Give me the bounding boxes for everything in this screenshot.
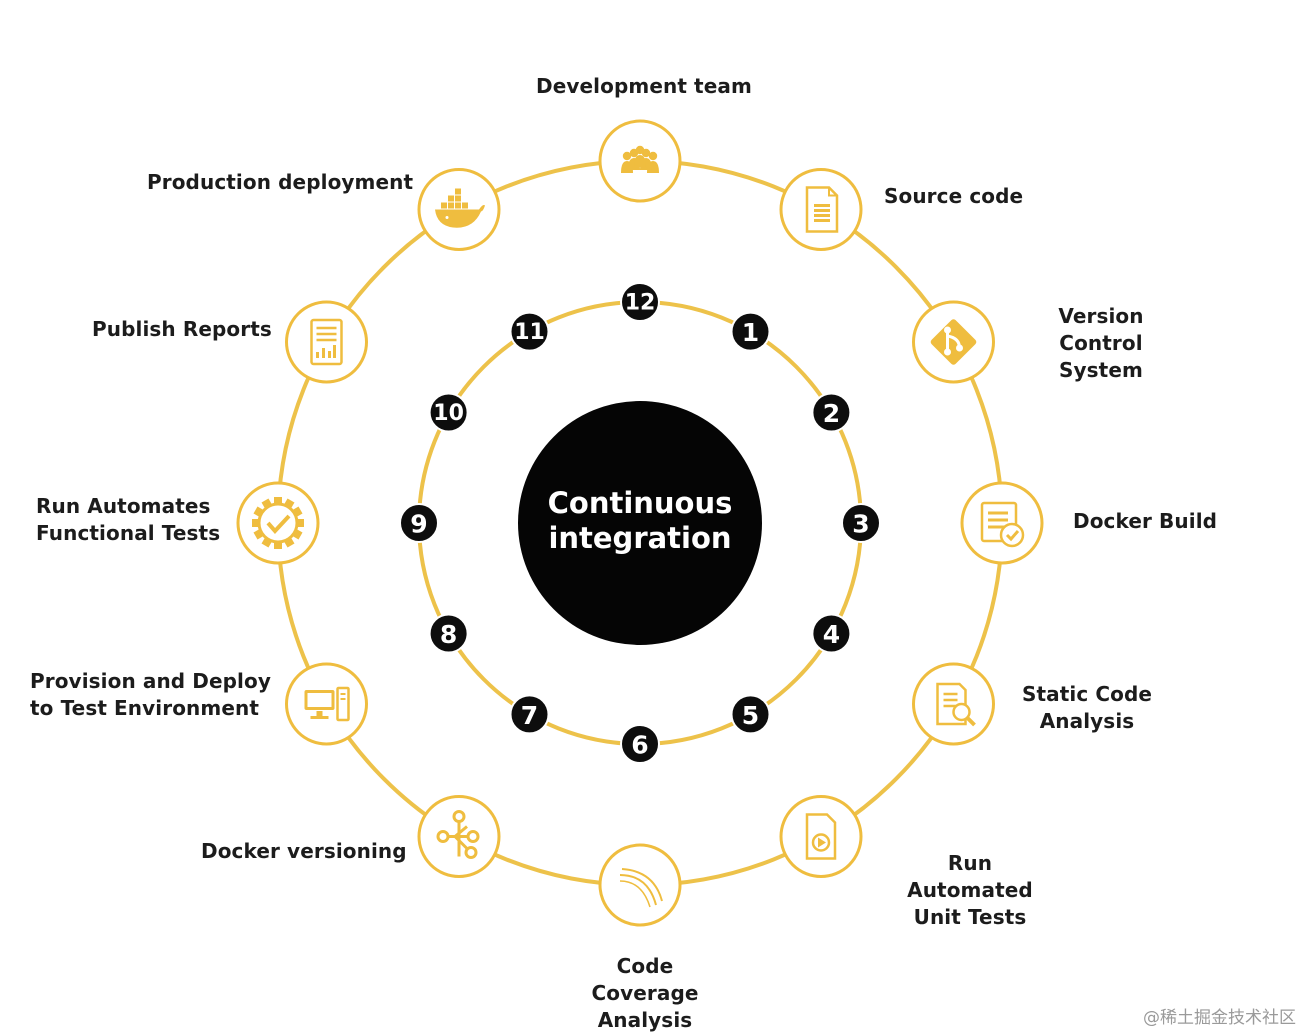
play-file-icon xyxy=(805,813,837,860)
step-badge-8: 8 xyxy=(428,613,469,654)
step-node-5 xyxy=(779,795,863,879)
step-node-9 xyxy=(236,481,320,565)
step-node-8 xyxy=(284,662,368,746)
report-chart-icon xyxy=(310,318,343,366)
step-node-1 xyxy=(779,167,863,251)
step-node-11 xyxy=(417,167,501,251)
step-number: 3 xyxy=(852,510,869,539)
computer-icon xyxy=(304,686,350,722)
step-number: 5 xyxy=(742,701,759,730)
step-label-docker-versioning: Docker versioning xyxy=(201,839,407,863)
step-label-static-code-analysis: Static Code Analysis xyxy=(1021,682,1153,733)
step-badge-5: 5 xyxy=(730,694,771,735)
step-number: 8 xyxy=(440,620,457,649)
checked-form-icon xyxy=(980,501,1025,548)
step-node-12 xyxy=(598,119,682,203)
step-node-2 xyxy=(912,300,996,384)
step-badge-3: 3 xyxy=(841,503,881,543)
step-number: 4 xyxy=(823,620,840,649)
step-node-4 xyxy=(912,662,996,746)
step-label-version-control: Version Control System xyxy=(1058,304,1144,382)
docker-whale-icon xyxy=(435,188,485,228)
step-node-6 xyxy=(598,843,682,927)
step-label-publish-reports: Publish Reports xyxy=(92,317,272,341)
step-number: 1 xyxy=(742,318,759,347)
step-label-unit-tests: Run Automated Unit Tests xyxy=(907,851,1033,929)
git-icon xyxy=(930,319,977,365)
step-number: 9 xyxy=(410,510,427,539)
step-badge-4: 4 xyxy=(811,613,852,654)
step-number: 2 xyxy=(823,399,840,428)
step-badge-7: 7 xyxy=(509,694,550,735)
step-node-3 xyxy=(960,481,1044,565)
step-number: 6 xyxy=(631,731,648,760)
step-number: 10 xyxy=(433,401,464,426)
watermark: @稀土掘金技术社区 xyxy=(1143,1008,1296,1028)
step-badge-9: 9 xyxy=(399,503,439,543)
step-badge-2: 2 xyxy=(811,392,852,433)
document-search-icon xyxy=(936,682,976,727)
step-label-development-team: Development team xyxy=(536,74,752,98)
step-badge-12: 12 xyxy=(620,282,660,322)
branch-icon xyxy=(436,810,480,860)
step-number: 11 xyxy=(514,320,545,345)
step-label-production-deployment: Production deployment xyxy=(147,170,414,194)
document-icon xyxy=(805,186,839,233)
step-node-10 xyxy=(284,300,368,384)
step-number: 7 xyxy=(521,701,538,730)
center-title: Continuous integration xyxy=(547,486,733,555)
curve-icon xyxy=(619,868,663,908)
step-label-code-coverage: Code Coverage Analysis xyxy=(591,954,699,1032)
step-badge-10: 10 xyxy=(428,392,469,433)
step-label-docker-build: Docker Build xyxy=(1073,509,1218,533)
step-label-functional-tests: Run Automates Functional Tests xyxy=(36,494,221,545)
step-node-7 xyxy=(417,795,501,879)
step-badge-11: 11 xyxy=(509,311,550,352)
center-disc xyxy=(518,401,762,645)
step-badge-1: 1 xyxy=(730,311,771,352)
gear-check-icon xyxy=(252,497,304,549)
step-badge-6: 6 xyxy=(620,724,660,764)
step-label-source-code: Source code xyxy=(884,184,1024,208)
step-number: 12 xyxy=(625,291,656,316)
step-label-provision-deploy: Provision and Deploy to Test Environment xyxy=(30,669,271,720)
team-icon xyxy=(621,145,659,173)
